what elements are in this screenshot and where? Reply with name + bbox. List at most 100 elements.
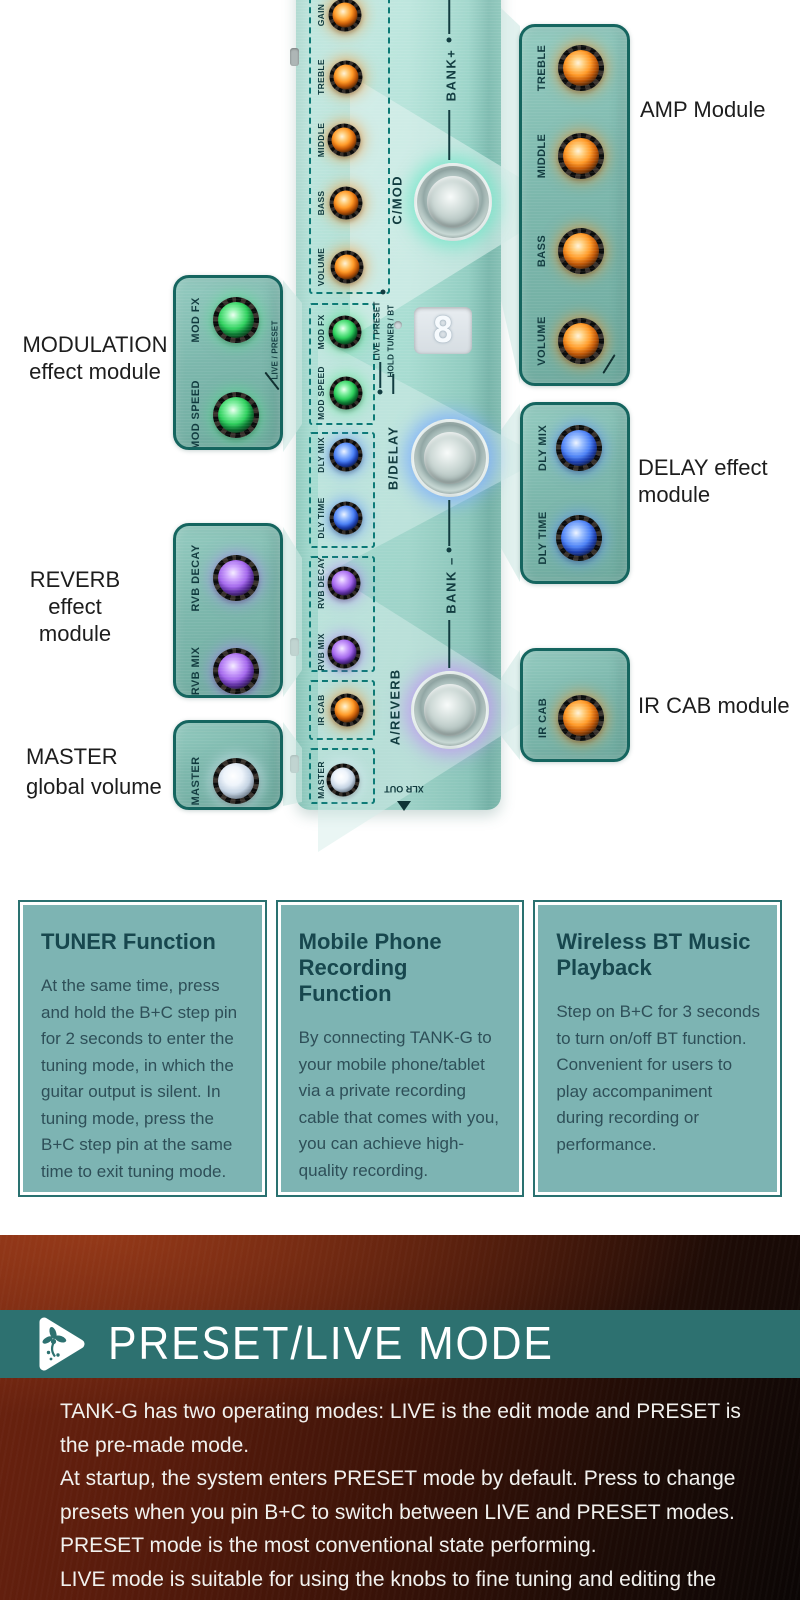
b-delay-footswitch [411, 419, 489, 497]
delay-dly-mix-knob [556, 425, 602, 471]
gain-knob-led [332, 2, 358, 28]
amp-volume-label: VOLUME [536, 316, 548, 366]
brand-play-logo-icon [39, 1317, 85, 1371]
modulation-mod-fx-label: MOD FX [190, 297, 202, 343]
preset-live-mode-section: PRESET/LIVE MODE TANK-G has two operatin… [0, 1235, 800, 1600]
bank-plus-line [448, 0, 450, 34]
ir-cab-knob-label: IR CAB [316, 694, 326, 726]
a-reverb-footswitch [411, 671, 489, 749]
dly-time-knob [329, 501, 363, 535]
rvb-mix-knob [327, 635, 361, 669]
reverb-rvb-decay-knob-led [218, 560, 254, 596]
xlr-out-arrow-icon [397, 801, 411, 811]
ir-cab-knob-led [334, 697, 360, 723]
dly-mix-knob-led [333, 442, 359, 468]
delay-knob-group-outline [309, 432, 375, 548]
amp-middle-knob [558, 133, 604, 179]
mod-speed-knob-led [333, 380, 359, 406]
side-jack [290, 755, 299, 773]
section-title: PRESET/LIVE MODE [108, 1317, 554, 1369]
status-led [394, 321, 402, 329]
bass-knob [329, 186, 363, 220]
master-knob-label: MASTER [316, 761, 326, 799]
info-box-body: By connecting TANK-G to your mobile phon… [298, 1028, 499, 1180]
rvb-decay-knob-label: RVB DECAY [316, 557, 326, 609]
treble-knob-label: TREBLE [316, 59, 326, 95]
rvb-decay-knob [327, 566, 361, 600]
mod-fx-knob-label: MOD FX [316, 314, 326, 350]
info-box-body: At the same time, press and hold the B+C… [41, 976, 238, 1181]
info-box-body: Step on B+C for 3 seconds to turn on/off… [556, 1002, 760, 1154]
amp-treble-knob [558, 45, 604, 91]
info-box-title: TUNER Function [41, 929, 216, 954]
c-mod-footswitch-top [427, 176, 479, 228]
side-jack [290, 638, 299, 656]
mod-fx-knob [328, 315, 362, 349]
reverb-knob-group-outline [309, 556, 375, 672]
delay-dly-time-knob [556, 515, 602, 561]
master-master-knob [213, 758, 259, 804]
master-knob-led [330, 767, 356, 793]
delay-dly-mix-label: DLY MIX [537, 424, 549, 472]
bank-minus-line [448, 620, 450, 668]
preset-display: 8 [414, 307, 472, 354]
bass-knob-led [333, 190, 359, 216]
section-header-band: PRESET/LIVE MODE [0, 1310, 800, 1378]
ir-cab-ir-cab-knob [558, 695, 604, 741]
modulation-mod-fx-knob-led [218, 302, 254, 338]
hold-tuner-bt-label: HOLD TUNER / BT [386, 304, 396, 378]
mod-speed-knob-label: MOD SPEED [316, 366, 326, 420]
features-section: TUNER Function At the same time, press a… [0, 860, 800, 1235]
fork-line [392, 374, 394, 394]
rvb-mix-knob-led [331, 639, 357, 665]
delay-dly-mix-knob-led [561, 430, 597, 466]
volume-knob-led [334, 254, 360, 280]
ir-cab-callout-module: IR CAB [520, 648, 630, 762]
paragraph: TANK-G has two operating modes: LIVE is … [60, 1400, 741, 1457]
amp-treble-label: TREBLE [536, 44, 548, 92]
amp-module-label: AMP Module [640, 97, 766, 122]
master-master-label: MASTER [190, 756, 202, 806]
delay-dly-time-knob-led [561, 520, 597, 556]
ir-cab-ir-cab-label: IR CAB [537, 697, 549, 739]
rvb-mix-knob-label: RVB MIX [316, 633, 326, 671]
modulation-mod-speed-knob-led [218, 397, 254, 433]
paragraph: PRESET mode is the most conventional sta… [60, 1534, 597, 1557]
footswitch-c-label: C/MOD [389, 175, 405, 225]
modulation-indicator-needle [264, 371, 280, 391]
treble-knob [329, 60, 363, 94]
amp-middle-knob-led [563, 138, 599, 174]
mod-speed-knob [329, 376, 363, 410]
rvb-decay-knob-led [331, 570, 357, 596]
amp-treble-knob-led [563, 50, 599, 86]
mod-fx-knob-led [332, 319, 358, 345]
amp-bass-knob-led [563, 233, 599, 269]
bank-plus-label: BANK+ [443, 48, 459, 102]
amp-bass-label: BASS [536, 234, 548, 268]
ircab-knob-group-outline [309, 680, 375, 740]
a-reverb-footswitch-top [424, 684, 476, 736]
amp-volume-knob [558, 318, 604, 364]
fork-dot [377, 389, 383, 395]
gain-knob [328, 0, 362, 32]
amp-indicator-needle [602, 354, 616, 374]
bank-plus-dot [446, 37, 452, 43]
info-box-title: Wireless BT Music Playback [556, 929, 751, 980]
bass-knob-label: BASS [316, 190, 326, 216]
master-master-knob-led [218, 763, 254, 799]
footswitch-a-label: A/REVERB [387, 668, 403, 746]
volume-knob [330, 250, 364, 284]
modulation-mod-speed-knob [213, 392, 259, 438]
modulation-mode-label: LIVE / PRESET [270, 320, 280, 380]
info-box-row: TUNER Function At the same time, press a… [18, 900, 783, 1197]
bank-minus-dot [446, 547, 452, 553]
c-mod-footswitch [414, 163, 492, 241]
bank-minus-line [448, 500, 450, 546]
reverb-rvb-mix-knob [213, 648, 259, 694]
bank-plus-line [448, 110, 450, 160]
live-preset-label: LIVE / PRESET [372, 301, 382, 361]
